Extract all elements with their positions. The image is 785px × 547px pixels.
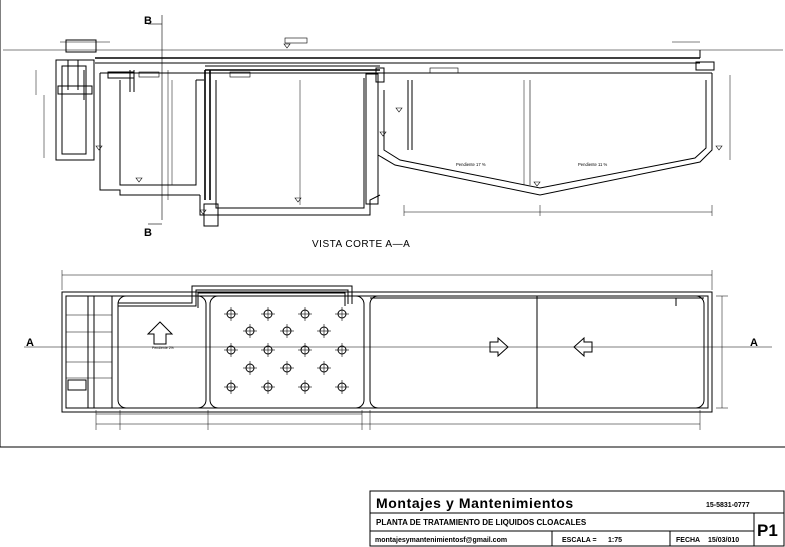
scale-label: ESCALA = — [562, 537, 597, 544]
section-marker-b-top: B — [144, 15, 152, 27]
date-label: FECHA — [676, 537, 700, 544]
section-view: B B Pendiente 17 % Pendiente 11 % VISTA … — [3, 15, 783, 250]
diffuser-symbol — [298, 343, 312, 357]
diffuser-symbol — [280, 361, 294, 375]
section-marker-b-bottom: B — [144, 227, 152, 239]
company-email: montajesymantenimientosf@gmail.com — [375, 537, 507, 544]
diffuser-symbol — [335, 343, 349, 357]
diffuser-symbol — [335, 380, 349, 394]
section-marker-a-right: A — [750, 337, 758, 349]
diffuser-symbol — [317, 361, 331, 375]
diffuser-symbol — [335, 307, 349, 321]
diffuser-symbol — [298, 380, 312, 394]
diffuser-symbol — [224, 380, 238, 394]
diffuser-symbol — [224, 343, 238, 357]
drawing-frame — [0, 0, 785, 448]
diffuser-symbol — [224, 307, 238, 321]
title-block: Montajes y Mantenimientos 15-5831-0777 P… — [369, 490, 785, 547]
view-label: VISTA CORTE A—A — [312, 239, 410, 250]
company-phone: 15-5831-0777 — [706, 502, 750, 509]
sheet-number: P1 — [757, 521, 778, 540]
scale-value: 1:75 — [608, 537, 622, 544]
diffuser-symbol — [280, 324, 294, 338]
diffuser-grid — [224, 307, 349, 394]
slope-label-left: Pendiente 17 % — [456, 162, 486, 167]
section-marker-a-left: A — [26, 337, 34, 349]
diffuser-symbol — [261, 343, 275, 357]
company-name: Montajes y Mantenimientos — [376, 495, 574, 511]
diffuser-symbol — [243, 324, 257, 338]
slope-label-right: Pendiente 11 % — [578, 162, 608, 167]
diffuser-symbol — [298, 307, 312, 321]
slope-label-plan: Pendiente 2% — [152, 346, 174, 350]
diffuser-symbol — [243, 361, 257, 375]
diffuser-symbol — [317, 324, 331, 338]
project-title: PLANTA DE TRATAMIENTO DE LIQUIDOS CLOACA… — [376, 518, 587, 527]
plan-view: A A Pendiente 2% — [24, 270, 772, 430]
date-value: 15/03/010 — [708, 537, 739, 544]
diffuser-symbol — [261, 380, 275, 394]
diffuser-symbol — [261, 307, 275, 321]
